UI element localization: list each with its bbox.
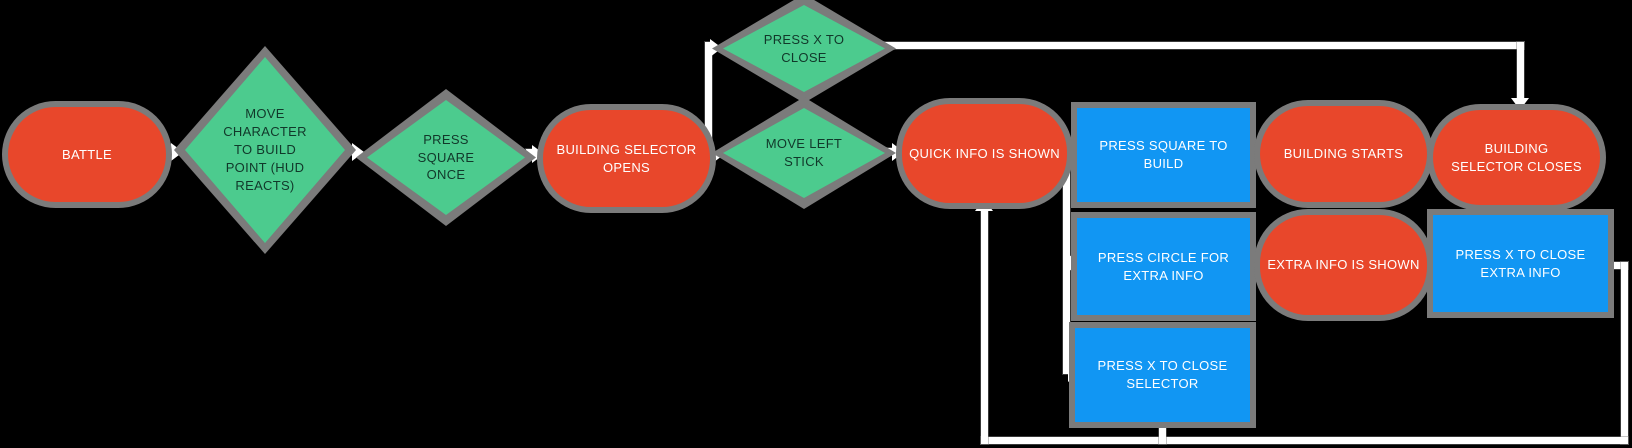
- arrowhead-into-building-selector-opens: [532, 145, 544, 163]
- edge-quick-info-to-press-square-build: [1063, 148, 1071, 155]
- node-press-x-to-close: PRESS X TO CLOSE: [712, 0, 896, 103]
- node-building-selector-opens: BUILDING SELECTOR OPENS: [543, 110, 710, 207]
- node-label: BUILDING SELECTOR CLOSES: [1451, 140, 1582, 174]
- arrowhead-into-quick-info: [892, 143, 904, 161]
- edge-feedback-right-vertical: [1621, 262, 1628, 444]
- edge-feedback-left-vertical: [981, 210, 988, 444]
- node-move-character-to-build-point: MOVE CHARACTER TO BUILD POINT (HUD REACT…: [174, 46, 356, 254]
- edge-press-square-build-to-building-starts: [1248, 150, 1256, 157]
- node-label: PRESS CIRCLE FOR EXTRA INFO: [1097, 249, 1230, 283]
- node-press-circle-for-extra-info: PRESS CIRCLE FOR EXTRA INFO: [1077, 218, 1250, 315]
- node-battle: BATTLE: [8, 107, 166, 202]
- edge-press-circle-to-extra-info-shown: [1248, 261, 1256, 268]
- edge-press-x-close-down-vertical: [1517, 42, 1524, 102]
- edge-quick-info-branch-vertical: [1063, 152, 1070, 374]
- node-press-x-to-close-selector: PRESS X TO CLOSE SELECTOR: [1075, 328, 1250, 422]
- arrowhead-into-building-selector-closes: [1511, 98, 1529, 110]
- edge-close-extra-info-out-right: [1608, 262, 1628, 269]
- node-label: PRESS X TO CLOSE SELECTOR: [1097, 358, 1228, 391]
- edge-press-square-to-selector-opens: [526, 149, 534, 156]
- edge-battle-to-move-character: [163, 148, 173, 155]
- node-label: PRESS X TO CLOSE: [763, 31, 845, 65]
- node-label: PRESS X TO CLOSE EXTRA INFO: [1455, 246, 1586, 280]
- node-press-square-to-build: PRESS SQUARE TO BUILD: [1077, 108, 1250, 202]
- edge-feedback-bottom-horizontal: [981, 437, 1628, 444]
- node-label: MOVE LEFT STICK: [765, 136, 843, 169]
- node-label: BUILDING SELECTOR OPENS: [556, 141, 697, 175]
- node-label: EXTRA INFO IS SHOWN: [1267, 257, 1420, 273]
- node-label: BATTLE: [62, 146, 112, 162]
- node-label: PRESS SQUARE TO BUILD: [1099, 138, 1228, 171]
- edge-selector-opens-branch-vertical: [705, 42, 712, 160]
- node-label: BUILDING STARTS: [1283, 146, 1404, 162]
- node-press-square-once: PRESS SQUARE ONCE: [356, 89, 536, 226]
- node-press-x-to-close-extra-info: PRESS X TO CLOSE EXTRA INFO: [1433, 215, 1608, 312]
- node-building-selector-closes: BUILDING SELECTOR CLOSES: [1433, 110, 1600, 205]
- edge-press-x-close-top-horizontal: [884, 42, 1524, 49]
- node-move-left-stick: MOVE LEFT STICK: [712, 97, 896, 209]
- node-label: QUICK INFO IS SHOWN: [909, 145, 1060, 161]
- node-label: PRESS SQUARE ONCE: [417, 131, 475, 183]
- node-extra-info-is-shown: EXTRA INFO IS SHOWN: [1260, 215, 1427, 315]
- edge-close-selector-down-vertical: [1159, 420, 1166, 444]
- node-building-starts: BUILDING STARTS: [1260, 106, 1427, 202]
- node-label: MOVE CHARACTER TO BUILD POINT (HUD REACT…: [223, 106, 307, 193]
- node-quick-info-is-shown: QUICK INFO IS SHOWN: [902, 104, 1067, 203]
